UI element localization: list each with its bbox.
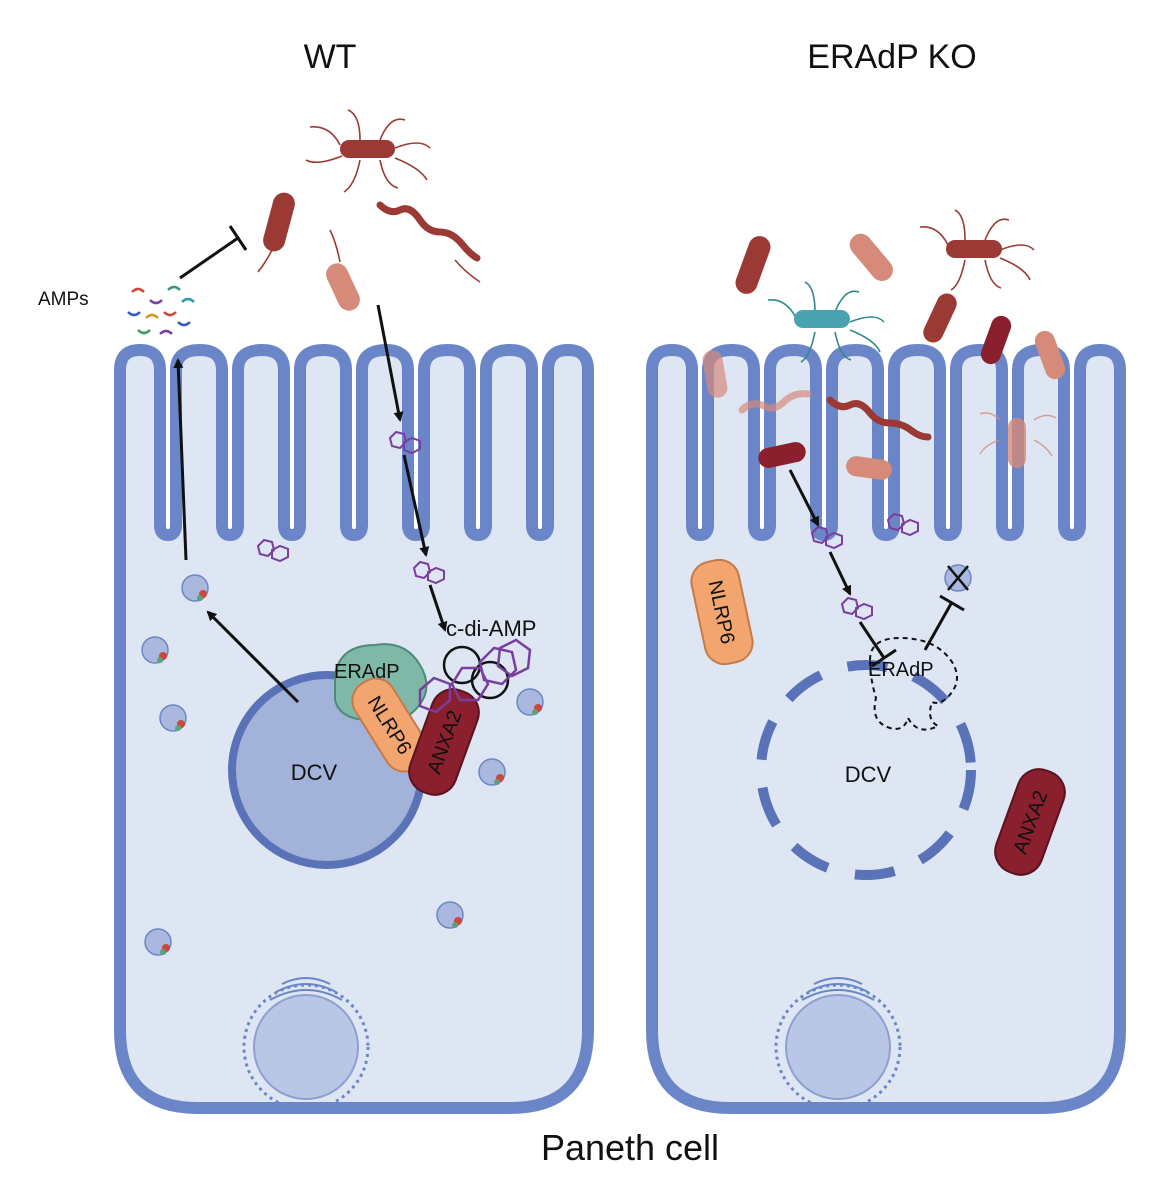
c-di-amp-molecule-icon — [418, 638, 532, 714]
ko-dcv-label: DCV — [845, 762, 892, 787]
footer-label: Paneth cell — [541, 1127, 719, 1168]
spirochete-icon — [738, 390, 812, 414]
vesicle-icon — [141, 636, 169, 664]
wt-anxa2-protein — [408, 688, 480, 796]
ko-eradp-label: ERAdP — [868, 659, 934, 681]
bacterium-icon — [702, 350, 728, 398]
bacterium-icon — [735, 236, 771, 294]
ko-cell: DCV ERAdP NLRP6 ANXA2 — [646, 209, 1126, 1114]
bacterium-icon — [1034, 330, 1066, 380]
wt-eradp-label: ERAdP — [334, 661, 400, 683]
bacterium-icon — [849, 233, 893, 282]
wt-cell: DCV ERAdP NLRP6 ANXA2 c-di-AMP — [38, 109, 594, 1114]
vesicle-icon — [159, 704, 187, 732]
wt-title: WT — [304, 38, 357, 76]
ko-golgi-icon — [801, 977, 875, 1001]
vesicle-icon — [181, 574, 209, 602]
ko-dcv — [756, 660, 976, 880]
wt-dcv-label: DCV — [291, 760, 338, 785]
spirochete-icon — [376, 201, 481, 283]
bacterium-icon — [257, 192, 295, 273]
vesicle-icon — [478, 758, 506, 786]
amps-peptides-icon — [127, 285, 195, 335]
bacterium-icon — [326, 229, 360, 311]
spirochete-icon — [826, 396, 932, 441]
c-di-amp-label: c-di-AMP — [446, 616, 536, 641]
wt-nucleus-icon — [242, 977, 370, 1111]
flagellated-bacterium-icon — [919, 209, 1035, 291]
bacterium-icon — [846, 456, 892, 480]
ko-eradp-outline — [868, 636, 958, 731]
bacterium-icon — [980, 315, 1012, 365]
ko-cell-membrane — [646, 344, 1126, 1114]
ko-anxa2-protein — [994, 768, 1066, 876]
flagellated-bacterium-icon — [305, 109, 431, 193]
vesicle-icon — [144, 928, 172, 956]
blocked-vesicle-icon — [944, 564, 972, 592]
wt-golgi-icon — [269, 977, 343, 1001]
bacterium-icon — [758, 442, 806, 468]
bacterium-icon — [923, 293, 957, 343]
ko-nucleus-icon — [774, 977, 902, 1111]
ko-title: ERAdP KO — [807, 38, 976, 76]
flagellated-bacterium-icon — [979, 412, 1057, 468]
amps-label: AMPs — [38, 289, 89, 310]
ko-nlrp6-protein — [690, 558, 754, 666]
flagellated-bacterium-icon — [767, 281, 885, 363]
vesicle-icon — [516, 688, 544, 716]
vesicle-icon — [436, 901, 464, 929]
